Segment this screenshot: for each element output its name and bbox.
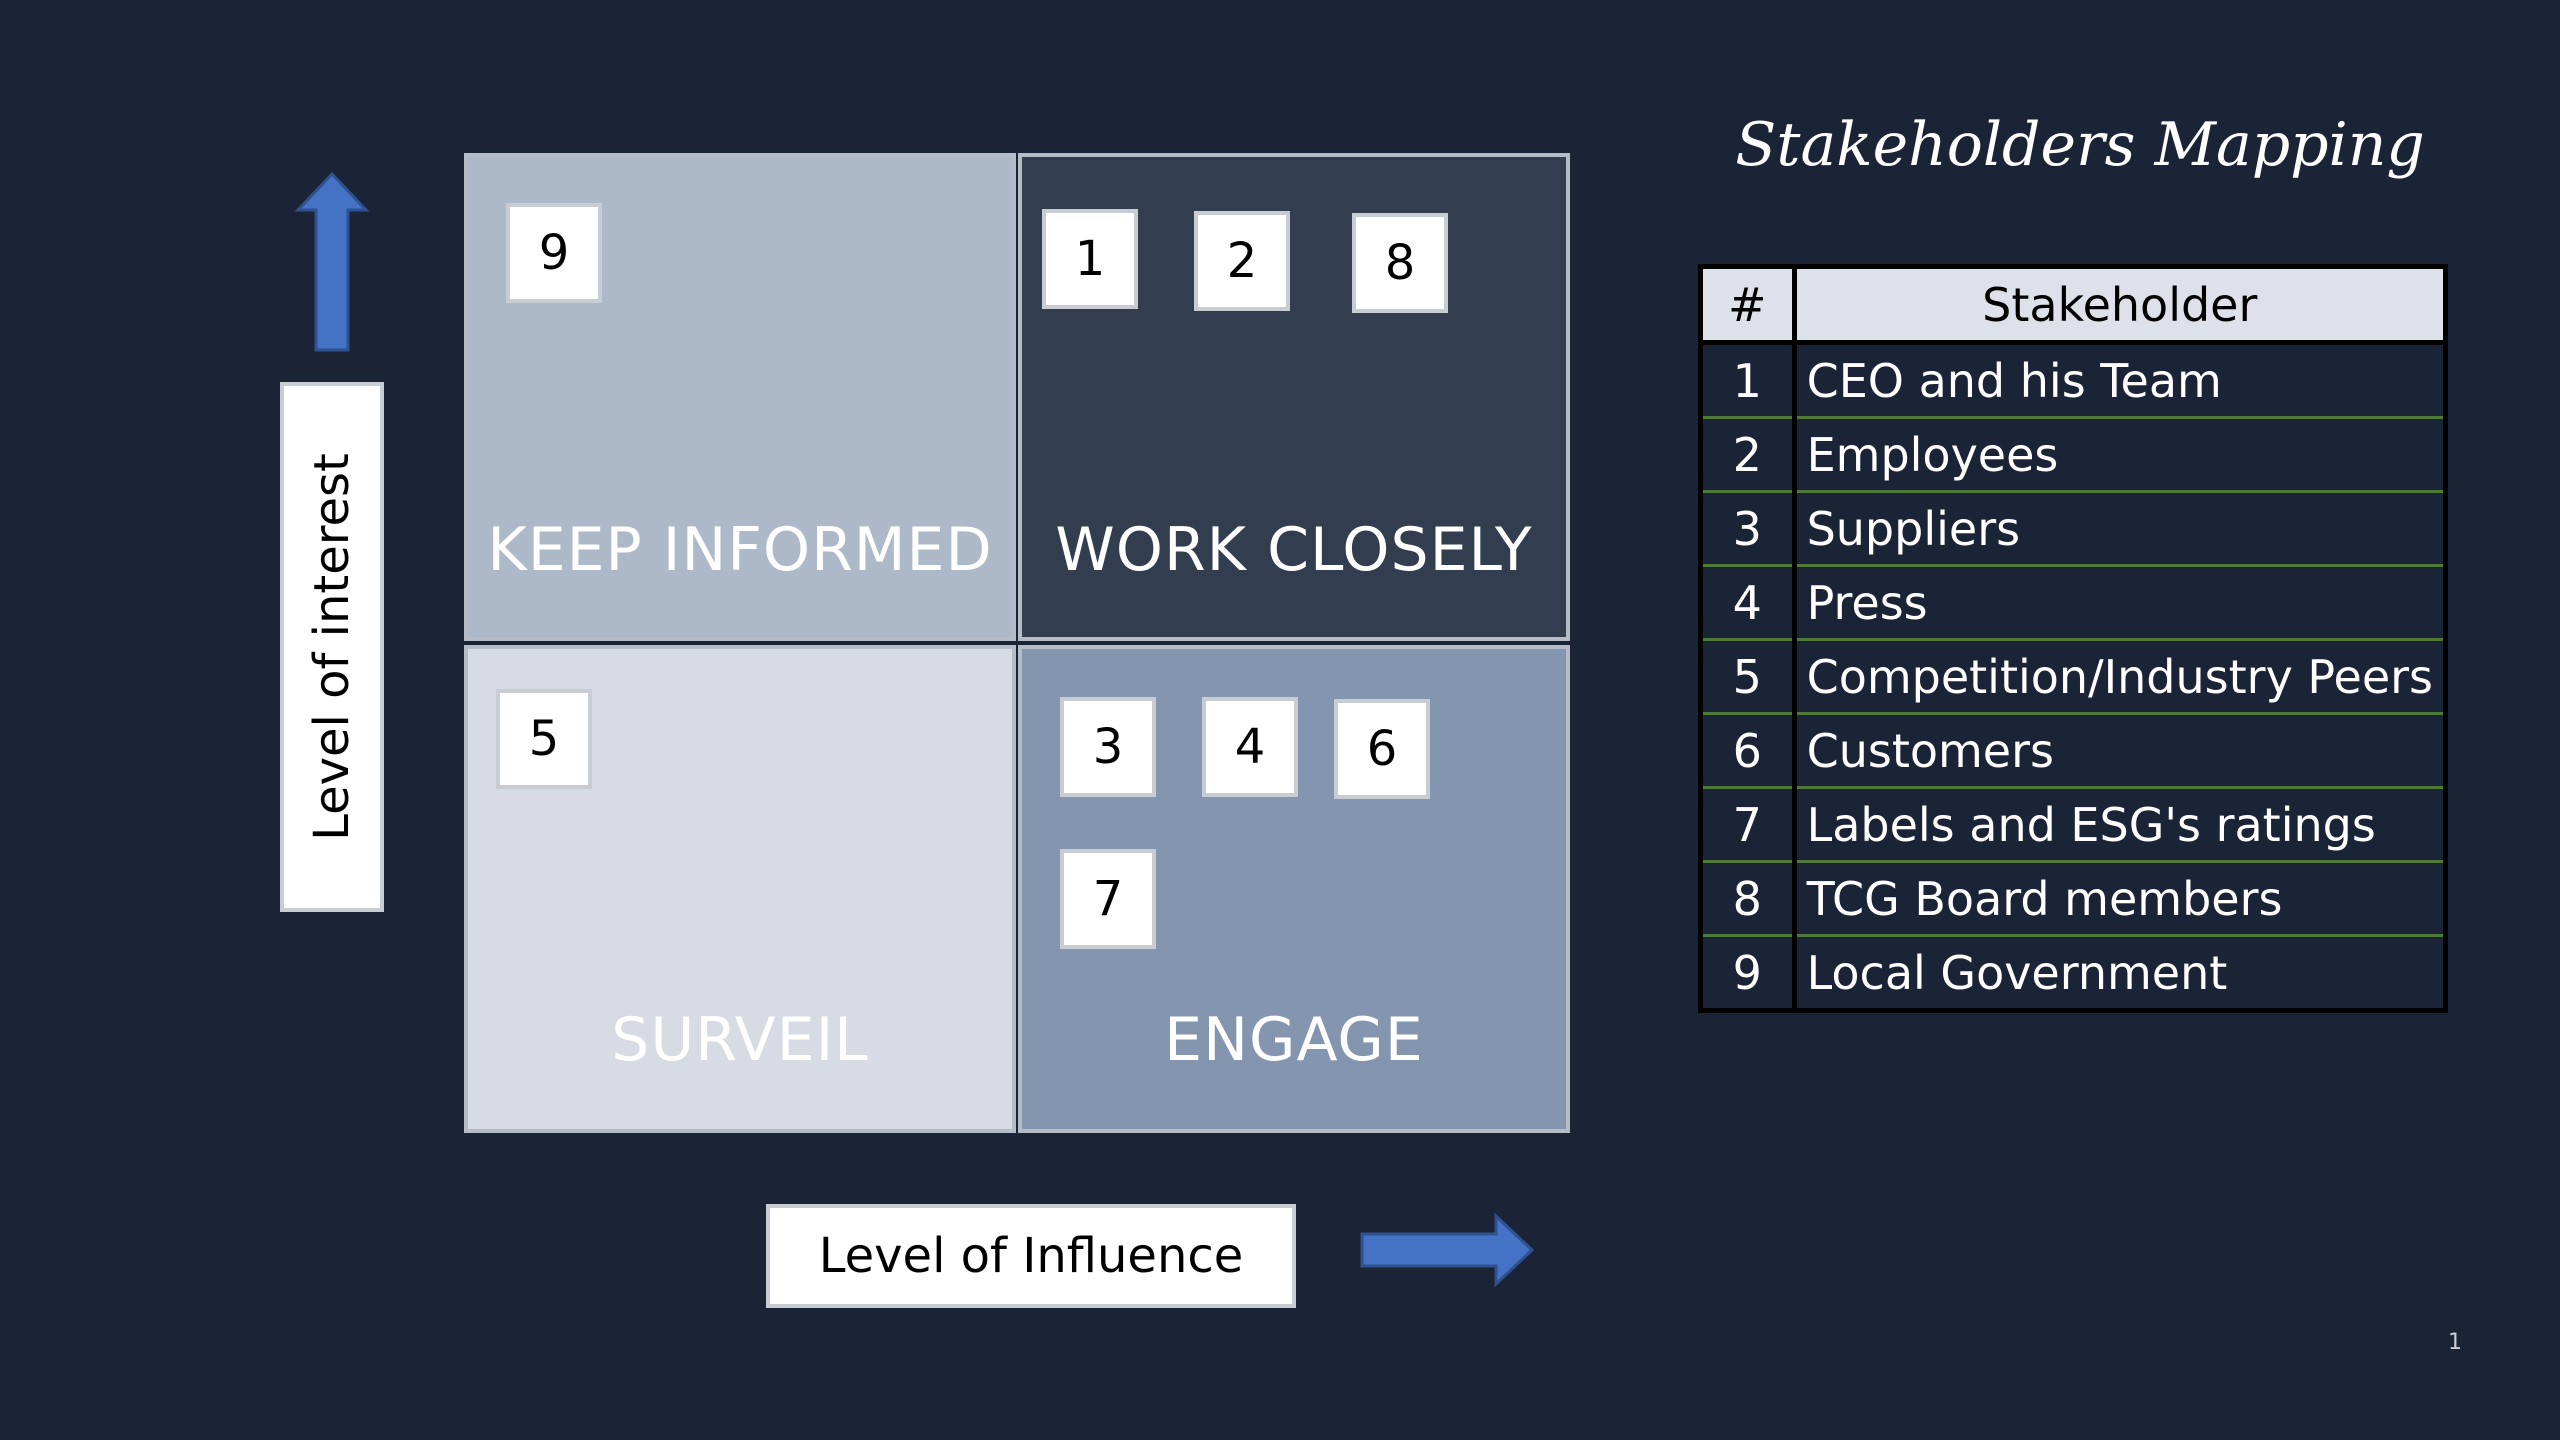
row-number: 7 — [1698, 787, 1797, 863]
quadrant-label-work-closely: WORK CLOSELY — [1055, 515, 1533, 585]
stakeholder-table: # Stakeholder 1 CEO and his Team 2 Emplo… — [1698, 264, 2449, 1013]
row-stakeholder: TCG Board members — [1791, 861, 2449, 937]
table-row: 5 Competition/Industry Peers — [1698, 639, 2449, 715]
row-stakeholder: Local Government — [1791, 935, 2449, 1011]
stakeholder-box-3: 3 — [1060, 697, 1156, 797]
quadrant-work-closely: 1 2 8 WORK CLOSELY — [1018, 153, 1570, 641]
up-arrow-icon — [294, 171, 370, 352]
stakeholder-box-1: 1 — [1042, 209, 1138, 309]
stakeholder-box-7: 7 — [1060, 849, 1156, 949]
row-stakeholder: Suppliers — [1791, 491, 2449, 567]
row-stakeholder: Press — [1791, 565, 2449, 641]
table-header-row: # Stakeholder — [1698, 266, 2449, 345]
table-header-number: # — [1698, 266, 1797, 345]
row-stakeholder: Competition/Industry Peers — [1791, 639, 2449, 715]
x-axis-label-text: Level of Influence — [818, 1228, 1244, 1284]
quadrant-surveil: 5 SURVEIL — [464, 645, 1016, 1133]
row-stakeholder: Customers — [1791, 713, 2449, 789]
quadrant-label-surveil: SURVEIL — [611, 1005, 869, 1075]
row-stakeholder: CEO and his Team — [1791, 342, 2449, 419]
row-stakeholder: Labels and ESG's ratings — [1791, 787, 2449, 863]
stakeholder-box-6: 6 — [1334, 699, 1430, 799]
stakeholder-box-4: 4 — [1202, 697, 1298, 797]
row-number: 2 — [1698, 417, 1797, 493]
quadrant-label-keep-informed: KEEP INFORMED — [487, 515, 993, 585]
row-number: 8 — [1698, 861, 1797, 937]
row-number: 5 — [1698, 639, 1797, 715]
table-row: 1 CEO and his Team — [1698, 342, 2449, 419]
page-title: Stakeholders Mapping — [1735, 110, 2425, 180]
page-number: 1 — [2448, 1330, 2462, 1355]
table-row: 7 Labels and ESG's ratings — [1698, 787, 2449, 863]
table-row: 4 Press — [1698, 565, 2449, 641]
table-header-stakeholder: Stakeholder — [1791, 266, 2449, 345]
y-axis-label: Level of interest — [280, 382, 384, 912]
stakeholder-box-9: 9 — [506, 203, 602, 303]
row-number: 4 — [1698, 565, 1797, 641]
row-number: 9 — [1698, 935, 1797, 1011]
row-number: 6 — [1698, 713, 1797, 789]
table-row: 2 Employees — [1698, 417, 2449, 493]
quadrant-engage: 3 4 6 7 ENGAGE — [1018, 645, 1570, 1133]
row-number: 1 — [1698, 342, 1797, 419]
table-row: 6 Customers — [1698, 713, 2449, 789]
table-row: 9 Local Government — [1698, 935, 2449, 1011]
y-axis-label-text: Level of interest — [304, 453, 361, 841]
table-row: 3 Suppliers — [1698, 491, 2449, 567]
table-row: 8 TCG Board members — [1698, 861, 2449, 937]
row-stakeholder: Employees — [1791, 417, 2449, 493]
quadrant-label-engage: ENGAGE — [1164, 1005, 1424, 1075]
stakeholder-box-8: 8 — [1352, 213, 1448, 313]
row-number: 3 — [1698, 491, 1797, 567]
stakeholder-box-5: 5 — [496, 689, 592, 789]
right-arrow-icon — [1360, 1212, 1535, 1288]
quadrant-keep-informed: 9 KEEP INFORMED — [464, 153, 1016, 641]
stakeholder-box-2: 2 — [1194, 211, 1290, 311]
x-axis-label: Level of Influence — [766, 1204, 1296, 1308]
